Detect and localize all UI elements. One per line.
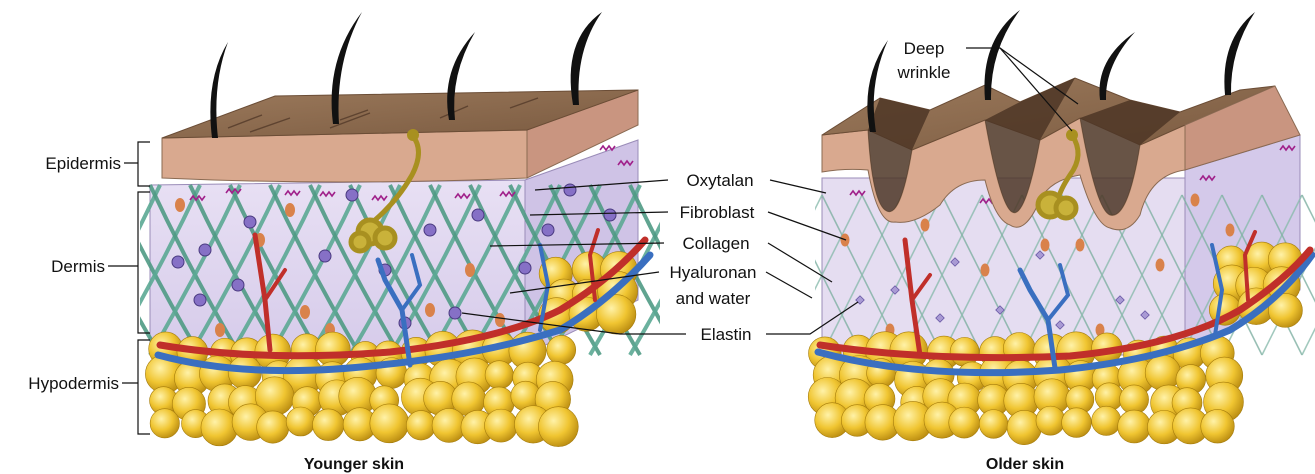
fat-cell: [201, 409, 238, 446]
elastin-node: [194, 294, 206, 306]
label-elastin: Elastin: [700, 325, 751, 344]
collagen-fiber: [0, 185, 40, 355]
fat-cell: [547, 335, 576, 364]
fibroblast-cell: [921, 219, 930, 232]
label-epidermis: Epidermis: [45, 154, 121, 173]
label-oxytalan: Oxytalan: [686, 171, 753, 190]
label-wrinkle: wrinkle: [897, 63, 951, 82]
fibroblast-cell: [1191, 194, 1200, 207]
fibroblast-cell: [300, 305, 310, 319]
fat-cell: [485, 361, 513, 389]
fat-cell: [1007, 410, 1041, 444]
fat-cell: [286, 407, 315, 436]
elastin-node: [199, 244, 211, 256]
fat-cell: [949, 407, 980, 438]
fibroblast-cell: [1226, 224, 1235, 237]
fat-cell: [257, 411, 289, 443]
epidermis-bracket: [124, 142, 150, 186]
fibroblast-cell: [1076, 239, 1085, 252]
fibroblast-cell: [465, 263, 475, 277]
fat-cell: [1036, 406, 1065, 435]
elastin-node: [172, 256, 184, 268]
fat-cell: [312, 409, 344, 441]
fibroblast-cell: [981, 264, 990, 277]
fibroblast-cell: [215, 323, 225, 337]
label-collagen: Collagen: [682, 234, 749, 253]
elastin-node: [346, 189, 358, 201]
fat-cell: [406, 411, 435, 440]
fat-cell: [1062, 408, 1092, 438]
fat-cell: [150, 409, 179, 438]
fat-cell: [484, 409, 517, 442]
oxytalan-fiber: [600, 146, 615, 150]
collagen-fiber: [0, 185, 40, 355]
label-hyaluronan: Hyaluronan: [670, 263, 757, 282]
elastin-node: [319, 250, 331, 262]
elastin-node: [244, 216, 256, 228]
label-hypodermis: Hypodermis: [28, 374, 119, 393]
elastin-node: [424, 224, 436, 236]
elastin-node: [449, 307, 461, 319]
fibroblast-cell: [1041, 239, 1050, 252]
fat-cell: [1118, 410, 1151, 443]
fat-cell: [370, 404, 409, 443]
label-dermis: Dermis: [51, 257, 105, 276]
elastin-node: [232, 279, 244, 291]
label-fibroblast: Fibroblast: [680, 203, 755, 222]
fat-cell: [1201, 409, 1235, 443]
elastin-node: [542, 224, 554, 236]
fat-cell: [979, 410, 1008, 439]
fat-cell: [538, 407, 578, 447]
hypodermis-bracket: [122, 340, 150, 434]
fibroblast-cell: [175, 198, 185, 212]
elastin-node: [472, 209, 484, 221]
fat-cell: [1120, 385, 1149, 414]
label-deep: Deep: [904, 39, 945, 58]
fat-cell: [1092, 406, 1121, 435]
collagen-fiber: [1302, 195, 1315, 355]
elastin-node: [604, 209, 616, 221]
fat-cell: [1145, 355, 1180, 390]
elastin-node: [519, 262, 531, 274]
dermis-bracket: [108, 192, 150, 333]
fibroblast-cell: [1156, 259, 1165, 272]
collagen-fiber: [1302, 195, 1315, 355]
label-and-water: and water: [676, 289, 751, 308]
caption-younger: Younger skin: [304, 456, 404, 473]
caption-older: Older skin: [986, 456, 1064, 473]
elastin-node: [564, 184, 576, 196]
fibroblast-cell: [285, 203, 295, 217]
fibroblast-cell: [425, 303, 435, 317]
fibroblast-cell: [495, 313, 505, 327]
